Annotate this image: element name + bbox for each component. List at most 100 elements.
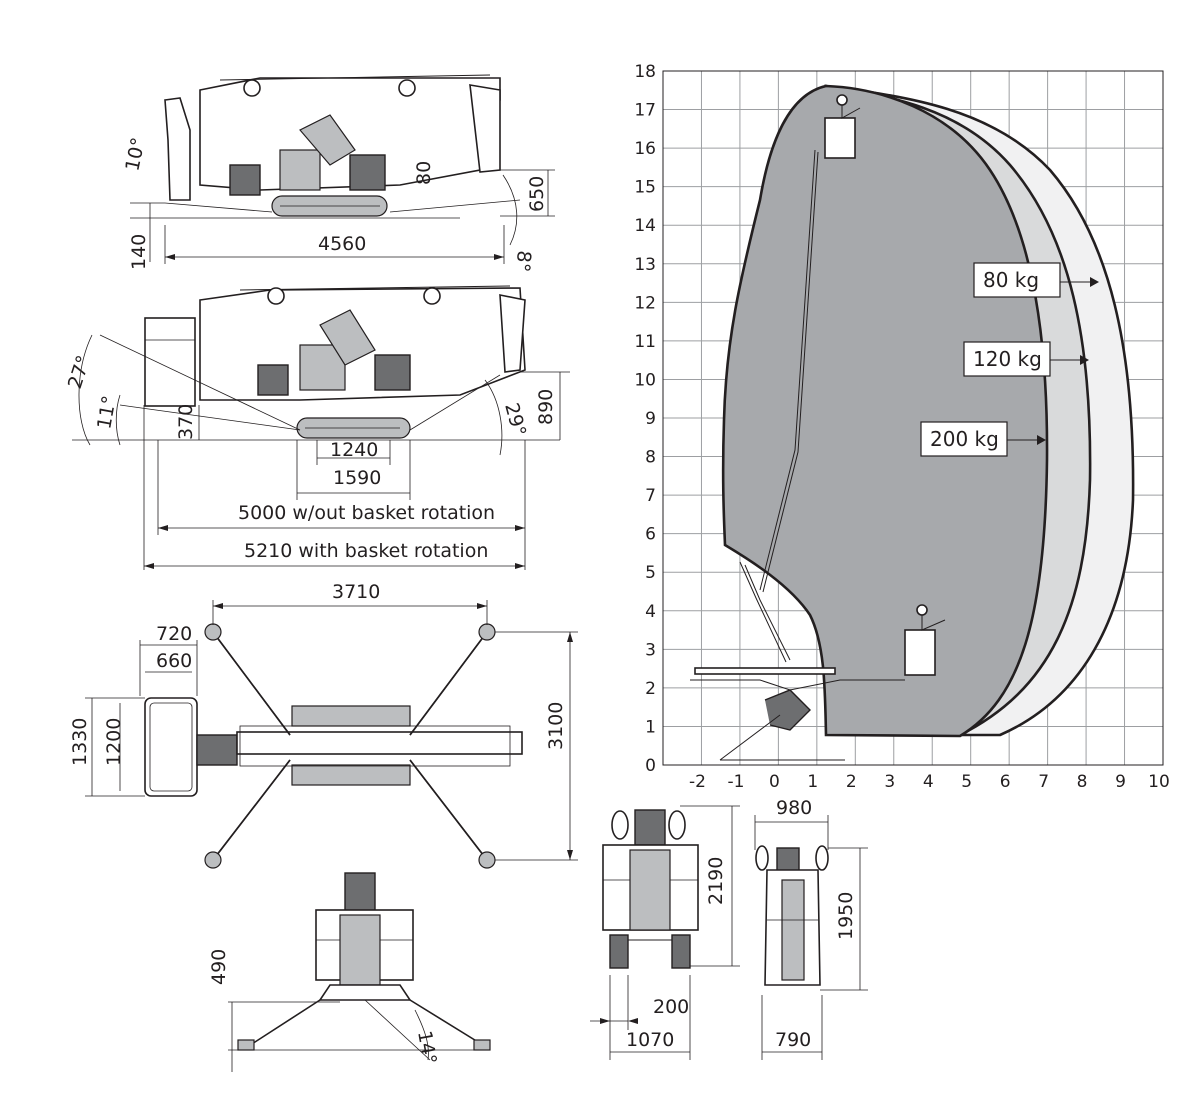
length-no-rotation-label: 5000 w/out basket rotation <box>238 502 495 524</box>
rear-track-right <box>671 934 691 969</box>
basket-1200-label: 1200 <box>103 718 125 766</box>
side-view-transport-machine <box>164 74 501 217</box>
angle-14-label: 14° <box>413 1029 441 1066</box>
outrigger-span-label: 3710 <box>332 581 380 603</box>
envelope-y-tick-label: 16 <box>634 139 656 159</box>
width-980-label: 980 <box>776 797 812 819</box>
track-1590-label: 1590 <box>333 467 381 489</box>
envelope-x-tick-label: -1 <box>727 772 744 792</box>
envelope-boom-arm <box>694 667 836 675</box>
angle-27-label: 27° <box>64 353 95 392</box>
load-label-200-text: 200 kg <box>930 427 999 451</box>
top-view: 3710 3100 720 660 1330 1200 <box>69 581 578 869</box>
envelope-machine-silhouette <box>690 94 946 761</box>
width-1070-label: 1070 <box>626 1029 674 1051</box>
basket-1330-label: 1330 <box>69 718 91 766</box>
envelope-x-tick-label: 0 <box>769 772 780 792</box>
envelope-y-tick-label: 10 <box>634 370 656 390</box>
envelope-y-tick-label: 8 <box>645 448 656 468</box>
envelope-x-tick-label: -2 <box>689 772 706 792</box>
envelope-basket-top <box>824 117 856 159</box>
operator-top-icon <box>836 94 848 106</box>
rear-view-machine <box>602 809 699 969</box>
envelope-x-tick-label: 2 <box>846 772 857 792</box>
length-with-rotation-label: 5210 with basket rotation <box>244 540 488 562</box>
basket-660-label: 660 <box>156 650 192 672</box>
height-1950-label: 1950 <box>835 892 857 940</box>
rear-track-left <box>609 934 629 969</box>
envelope-y-tick-label: 4 <box>645 602 656 622</box>
arrow-icon <box>1090 277 1099 287</box>
height-890-label: 890 <box>535 389 557 425</box>
envelope-y-tick-label: 18 <box>634 62 656 82</box>
height-490-label: 490 <box>208 949 230 985</box>
envelope-y-tick-label: 7 <box>645 486 656 506</box>
front-view: 490 14° <box>208 872 491 1072</box>
side-view-transport: 10° 80 650 8° 140 4560 <box>121 74 555 273</box>
height-370-label: 370 <box>175 404 197 440</box>
envelope-basket-bottom <box>904 629 936 676</box>
width-200-label: 200 <box>653 996 689 1018</box>
narrow-view: 980 1950 790 <box>754 797 868 1060</box>
outrigger-pad-icon <box>204 851 222 869</box>
basket-top-view <box>144 697 198 797</box>
side-view-working: 27° 11° 29° 370 890 1240 1590 5000 w/out… <box>64 285 570 570</box>
envelope-x-tick-label: 5 <box>961 772 972 792</box>
load-label-120-text: 120 kg <box>973 347 1042 371</box>
angle-29-label: 29° <box>500 401 530 439</box>
load-label-80: 80 kg <box>973 262 1099 298</box>
top-view-machine <box>144 623 523 869</box>
angle-front-label: 10° <box>121 136 150 174</box>
envelope-y-tick-label: 11 <box>634 332 656 352</box>
envelope-y-tick-label: 3 <box>645 640 656 660</box>
envelope-200kg <box>721 84 1049 738</box>
envelope-y-tick-label: 17 <box>634 101 656 121</box>
envelope-x-tick-label: 9 <box>1115 772 1126 792</box>
height-2190-label: 2190 <box>705 857 727 905</box>
outrigger-pad-icon <box>478 623 496 641</box>
width-790-label: 790 <box>775 1029 811 1051</box>
load-label-120: 120 kg <box>963 341 1089 377</box>
envelope-x-tick-label: 1 <box>807 772 818 792</box>
length-label: 4560 <box>318 233 366 255</box>
basket-720-label: 720 <box>156 623 192 645</box>
ground-clearance-label: 140 <box>128 234 150 270</box>
envelope-x-tick-label: 6 <box>1000 772 1011 792</box>
rear-view: 2190 200 1070 <box>590 805 740 1060</box>
envelope-y-tick-label: 15 <box>634 178 656 198</box>
narrow-view-machine <box>755 845 829 986</box>
envelope-y-tick-label: 12 <box>634 293 656 313</box>
outrigger-pad-icon <box>204 623 222 641</box>
mirror-left-icon <box>755 845 769 871</box>
height-boom-label: 80 <box>413 161 435 185</box>
outrigger-pad-icon <box>478 851 496 869</box>
track-1240-label: 1240 <box>330 439 378 461</box>
envelope-y-tick-label: 13 <box>634 255 656 275</box>
envelope-y-tick-label: 9 <box>645 409 656 429</box>
arrow-icon <box>1037 435 1046 445</box>
arrow-icon <box>1080 355 1089 365</box>
front-view-machine <box>237 872 491 1051</box>
envelope-y-tick-label: 6 <box>645 525 656 545</box>
outrigger-depth-label: 3100 <box>545 702 567 750</box>
mirror-right-icon <box>668 810 686 840</box>
mirror-right-icon <box>815 845 829 871</box>
load-label-200: 200 kg <box>920 421 1046 457</box>
envelope-border <box>662 70 1164 766</box>
envelope-x-tick-label: 8 <box>1077 772 1088 792</box>
angle-rear-label: 8° <box>511 250 535 273</box>
side-view-working-machine <box>144 285 526 439</box>
envelope-y-tick-label: 14 <box>634 216 656 236</box>
envelope-x-tick-label: 3 <box>884 772 895 792</box>
basket-side <box>144 317 196 407</box>
envelope-y-tick-label: 2 <box>645 679 656 699</box>
envelope-y-tick-label: 1 <box>645 717 656 737</box>
envelope-x-tick-label: 7 <box>1038 772 1049 792</box>
envelope-x-tick-label: 4 <box>923 772 934 792</box>
mirror-left-icon <box>611 810 629 840</box>
load-label-80-text: 80 kg <box>983 268 1039 292</box>
